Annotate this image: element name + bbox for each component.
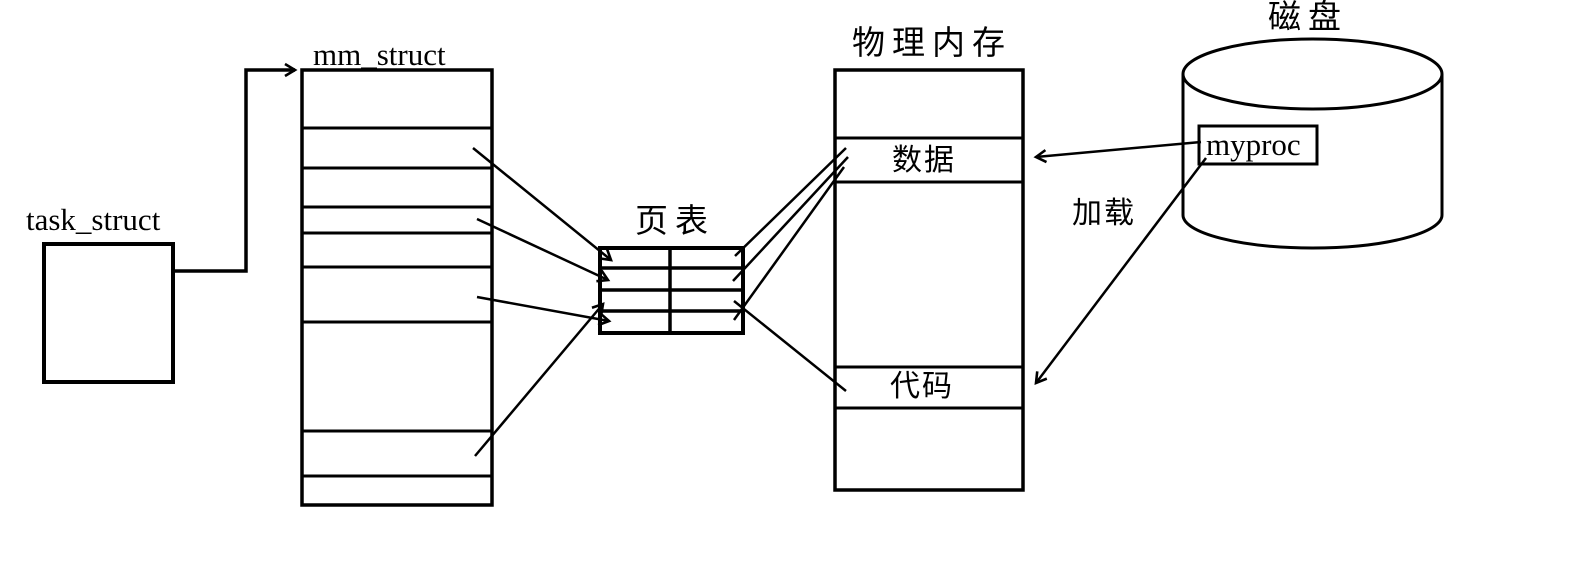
page-table-label: 页表 [635, 204, 715, 240]
task-to-mm-arrow [173, 62, 298, 273]
task-struct-label: task_struct [26, 202, 161, 237]
disk-load-arrows [1033, 140, 1207, 386]
disk-label: 磁盘 [1268, 0, 1348, 36]
load-data-arrow [1033, 140, 1202, 164]
mm-struct-box [300, 68, 494, 507]
disk-cylinder [1181, 37, 1444, 250]
myproc-file-label: myproc [1206, 127, 1301, 162]
load-code-arrow [1034, 157, 1207, 386]
mm-struct-label: mm_struct [313, 37, 446, 72]
physical-memory-box [833, 68, 1025, 492]
data-segment-label: 数据 [892, 144, 956, 177]
mm-to-pagetable-lines [472, 147, 613, 457]
page-table-box [598, 246, 745, 335]
pagetable-to-memory-lines [732, 147, 849, 392]
myproc-file-box [1197, 124, 1319, 166]
task-struct-box [42, 242, 175, 384]
code-segment-label: 代码 [890, 370, 954, 403]
load-label: 加载 [1072, 197, 1136, 230]
physical-memory-label: 物理内存 [852, 26, 1012, 62]
